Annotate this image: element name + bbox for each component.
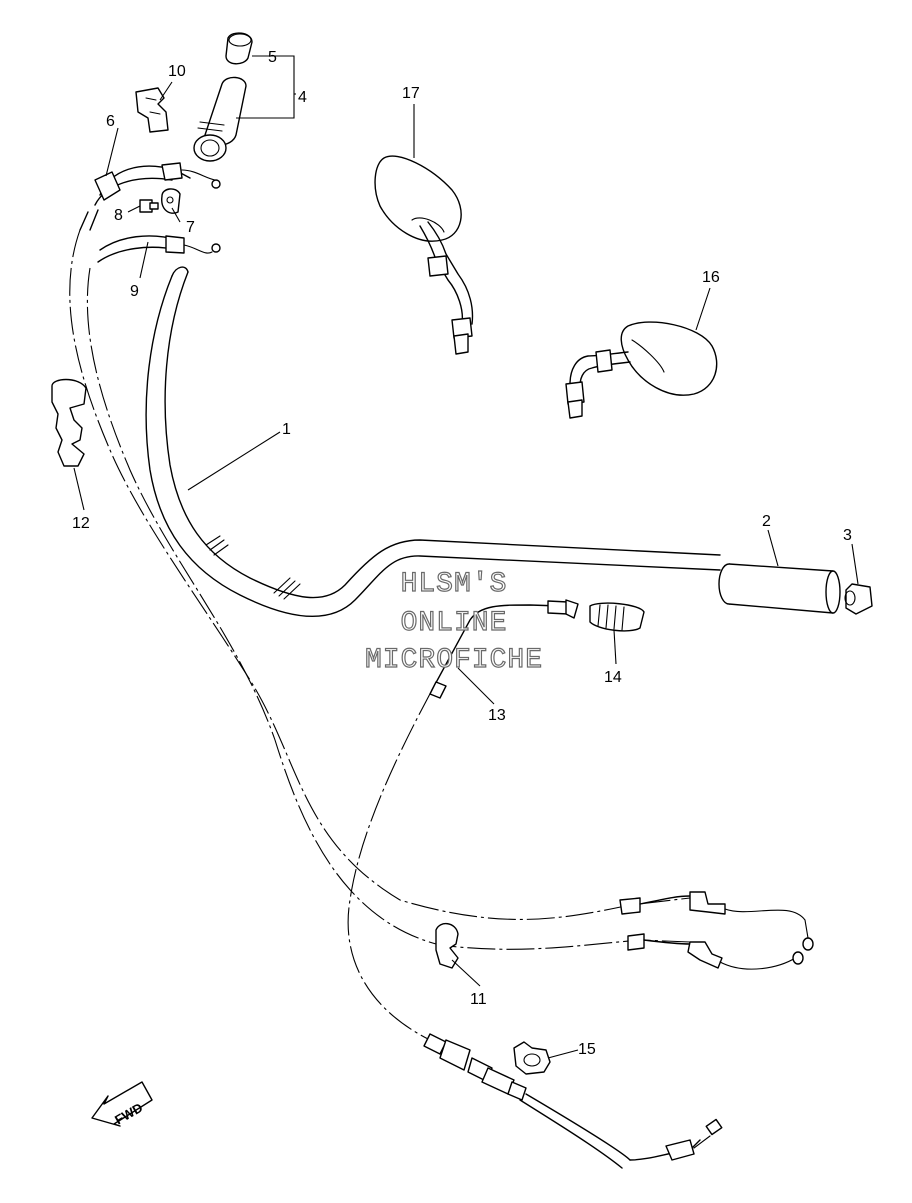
callout-17: 17: [402, 85, 420, 102]
throttle-cables: [69, 229, 814, 970]
watermark-line-2: ONLINE: [401, 608, 508, 639]
callout-13: 13: [488, 707, 506, 724]
callout-11: 11: [470, 991, 487, 1008]
clamp-10: [135, 87, 169, 133]
callout-labels: 1 2 3 4 5 6 7 8 9 10 11 12 13 14 15 16 1…: [72, 49, 852, 1058]
watermark-line-1: HLSM'S: [401, 569, 508, 600]
watermark: HLSM'S ONLINE MICROFICHE: [364, 568, 543, 676]
clip-12: [51, 378, 87, 467]
cable-adjuster: [589, 602, 645, 632]
mirror-right: [565, 321, 718, 419]
clutch-cable: [347, 599, 723, 1169]
callout-12: 12: [72, 515, 90, 532]
callout-3: 3: [843, 527, 852, 544]
left-grip: [193, 76, 247, 162]
clamp-15: [513, 1041, 551, 1075]
handlebar: [145, 266, 721, 618]
grip-cap: [225, 32, 253, 65]
cable-9: [97, 235, 221, 263]
forward-arrow-icon: FWD: [91, 1081, 153, 1128]
callout-2: 2: [762, 513, 771, 530]
callout-4: 4: [298, 89, 307, 106]
watermark-line-3: MICROFICHE: [365, 645, 543, 676]
throttle-cable-assembly: [79, 162, 221, 231]
screw-8: [139, 199, 159, 213]
callout-5: 5: [268, 49, 277, 66]
callout-8: 8: [114, 207, 123, 224]
callout-9: 9: [130, 283, 139, 300]
washer-7: [161, 188, 181, 214]
callout-15: 15: [578, 1041, 596, 1058]
callout-16: 16: [702, 269, 720, 286]
callout-14: 14: [604, 669, 622, 686]
right-grip: [718, 563, 841, 614]
clamp-11: [435, 923, 459, 969]
mirror-left: [374, 155, 474, 355]
callout-6: 6: [106, 113, 115, 130]
callout-10: 10: [168, 63, 186, 80]
callout-7: 7: [186, 219, 195, 236]
callout-1: 1: [282, 421, 291, 438]
leader-lines: [73, 55, 859, 1059]
grip-end: [844, 583, 873, 615]
